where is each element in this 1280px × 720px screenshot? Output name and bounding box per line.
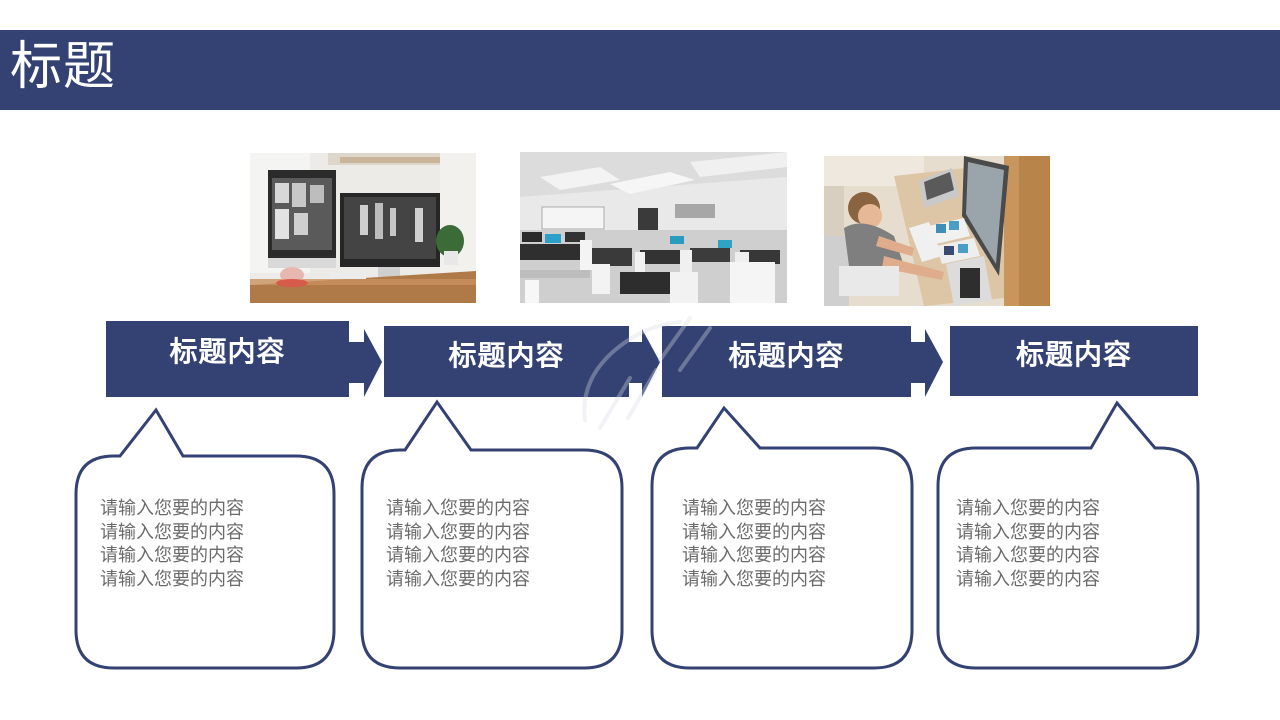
callout-bubbles [74,399,1200,670]
bubble-4-line-4: 请输入您要的内容 [956,568,1100,590]
title-bar: 标题 [0,30,1280,110]
bubble-1-line-4: 请输入您要的内容 [100,568,244,590]
step-3-title: 标题内容 [728,339,845,372]
step-4-title: 标题内容 [1015,338,1132,371]
bubble-2-line-1: 请输入您要的内容 [386,498,530,519]
bubble-3-text: 请输入您要的内容 请输入您要的内容 请输入您要的内容 请输入您要的内容 [682,497,826,591]
bubble-1-line-3: 请输入您要的内容 [100,545,244,566]
bubble-2-text: 请输入您要的内容 请输入您要的内容 请输入您要的内容 请输入您要的内容 [386,497,530,591]
bubble-3-line-3: 请输入您要的内容 [682,545,826,566]
photo-man-at-desk [824,156,1050,306]
page-title: 标题 [10,37,117,97]
bubble-4-line-1: 请输入您要的内容 [956,498,1100,519]
photo-computer-lab [520,152,787,303]
step-2-title: 标题内容 [448,339,565,372]
bubble-1-line-1: 请输入您要的内容 [100,498,244,519]
bubble-1-text: 请输入您要的内容 请输入您要的内容 请输入您要的内容 请输入您要的内容 [100,497,244,591]
bubble-3-line-1: 请输入您要的内容 [682,498,826,519]
bubble-2-line-2: 请输入您要的内容 [386,521,530,543]
bubble-2-line-3: 请输入您要的内容 [386,545,530,566]
bubble-2-line-4: 请输入您要的内容 [386,568,530,590]
bubble-4-line-3: 请输入您要的内容 [956,545,1100,566]
bubble-3-line-4: 请输入您要的内容 [682,568,826,590]
bubble-4-text: 请输入您要的内容 请输入您要的内容 请输入您要的内容 请输入您要的内容 [956,497,1100,591]
process-steps [106,321,1198,397]
photo-desk-monitors [250,153,476,303]
step-1-title: 标题内容 [169,335,286,368]
bubble-1-line-2: 请输入您要的内容 [100,521,244,543]
bubble-4-line-2: 请输入您要的内容 [956,521,1100,543]
bubble-3-line-2: 请输入您要的内容 [682,521,826,543]
